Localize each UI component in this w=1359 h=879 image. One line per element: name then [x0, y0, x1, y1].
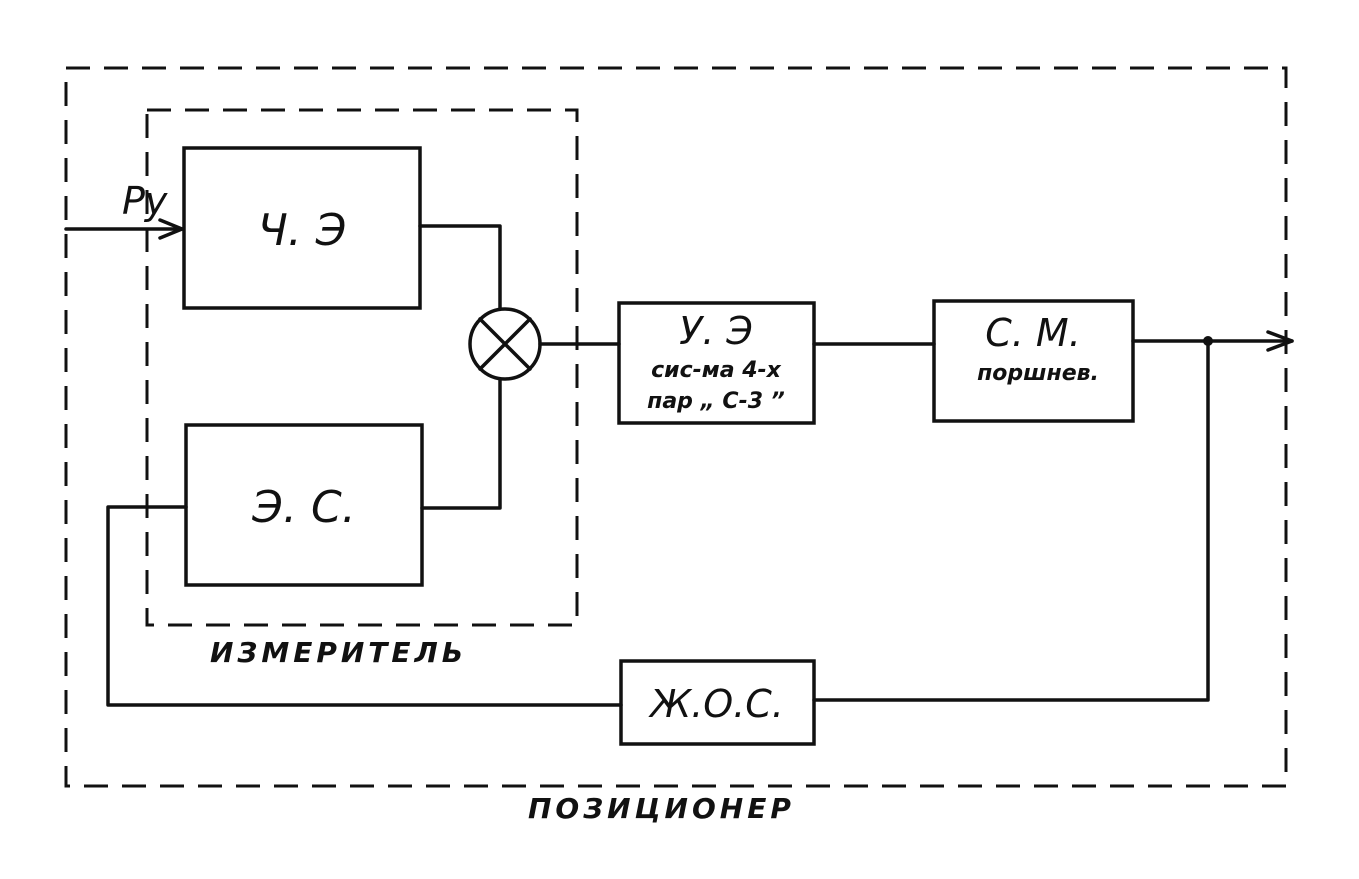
summing-junction [468, 307, 542, 381]
block-sm [932, 299, 1135, 423]
measurer-boundary [145, 108, 579, 627]
positioner-caption: ПОЗИЦИОНЕР [528, 792, 795, 825]
block-sm-sub: поршнев. [977, 361, 1099, 386]
wire-feedback-to-zhos [812, 339, 1210, 702]
wire-ce-to-junction [418, 224, 502, 311]
input-label: Py [122, 179, 168, 223]
block-es-label: Э. С. [251, 482, 355, 533]
block-es [184, 423, 424, 587]
block-sm-title: С. М. [985, 311, 1081, 355]
measurer-caption: ИЗМЕРИТЕЛЬ [210, 636, 467, 669]
block-ue [617, 301, 816, 425]
input-arrow [64, 218, 184, 240]
block-zhos [619, 659, 816, 746]
block-ce-label: Ч. Э [258, 205, 347, 256]
block-ue-line1: сис-ма 4-х [651, 358, 782, 383]
block-ue-title: У. Э [679, 309, 753, 353]
positioner-boundary [64, 66, 1288, 788]
wire-es-to-junction [420, 377, 502, 510]
block-zhos-label: Ж.О.С. [648, 682, 784, 726]
block-ce [182, 146, 422, 310]
wire-zhos-to-es [106, 505, 623, 707]
block-ue-line2: пар „ С-3 ” [647, 389, 785, 414]
